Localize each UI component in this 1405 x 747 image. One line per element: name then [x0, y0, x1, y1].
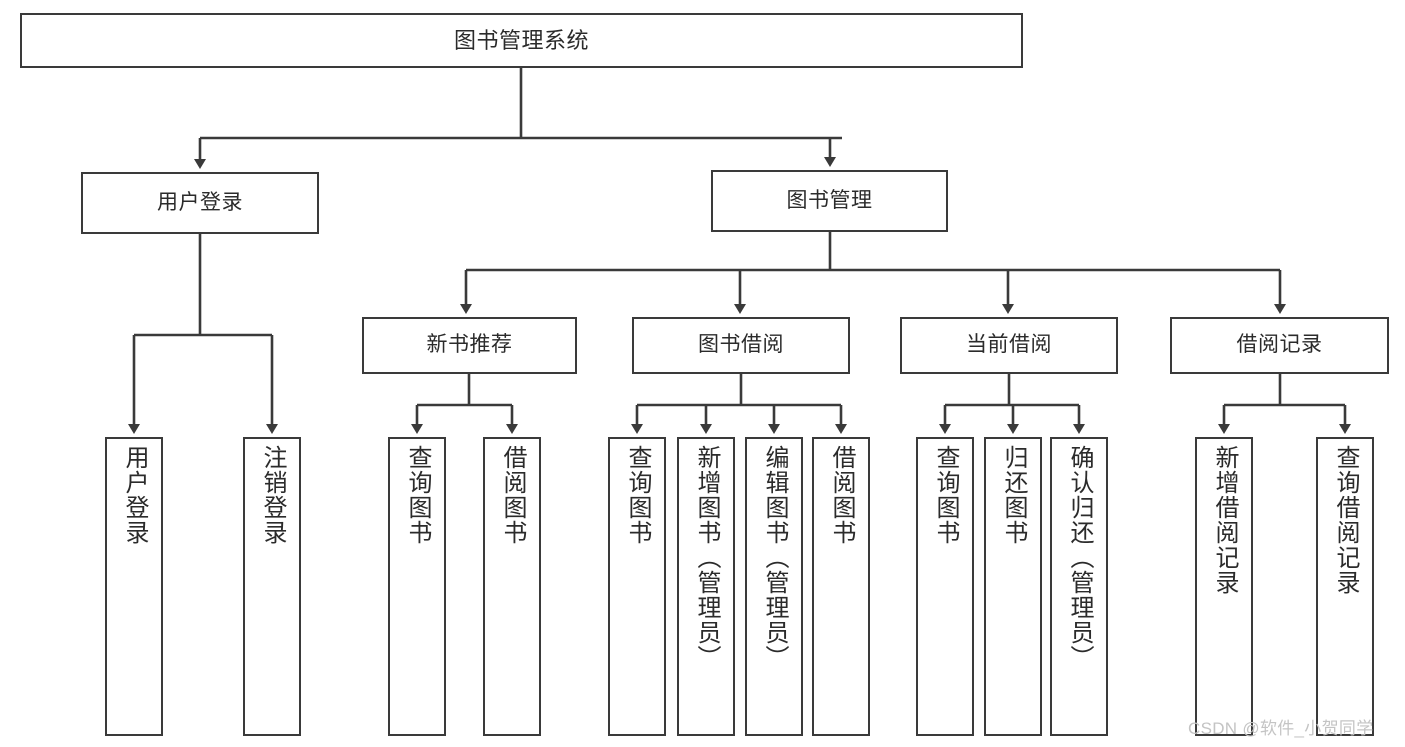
node-user-login[interactable]: 用户登录	[81, 172, 319, 234]
node-label: 新增借阅记录	[1211, 445, 1238, 595]
node-label: 新增图书（管理员）	[693, 445, 720, 670]
csdn-watermark: CSDN @软件_小贺同学	[1188, 719, 1374, 738]
node-label: 用户登录	[157, 190, 243, 214]
node-label: 注销登录	[259, 445, 286, 545]
node-new-book-recommend[interactable]: 新书推荐	[362, 317, 577, 374]
node-label: 图书管理系统	[453, 27, 589, 53]
node-book-management[interactable]: 图书管理	[711, 170, 948, 232]
node-leaf-query-book-3[interactable]: 查询图书	[916, 437, 974, 736]
node-leaf-user-login[interactable]: 用户登录	[105, 437, 163, 736]
node-label: 用户登录	[121, 445, 148, 545]
node-label: 查询图书	[404, 445, 431, 545]
node-root[interactable]: 图书管理系统	[20, 13, 1023, 68]
node-leaf-borrow-book-1[interactable]: 借阅图书	[483, 437, 541, 736]
node-label: 图书管理	[786, 188, 873, 212]
node-label: 查询图书	[624, 445, 651, 545]
node-leaf-edit-book-admin[interactable]: 编辑图书（管理员）	[745, 437, 803, 736]
node-borrow-record[interactable]: 借阅记录	[1170, 317, 1389, 374]
node-current-borrow[interactable]: 当前借阅	[900, 317, 1118, 374]
node-leaf-query-borrow-record[interactable]: 查询借阅记录	[1316, 437, 1374, 736]
node-label: 新书推荐	[426, 333, 513, 357]
node-leaf-borrow-book-2[interactable]: 借阅图书	[812, 437, 870, 736]
node-label: 归还图书	[1000, 445, 1027, 545]
node-label: 当前借阅	[966, 333, 1052, 357]
node-label: 借阅图书	[499, 445, 526, 545]
node-leaf-add-borrow-record[interactable]: 新增借阅记录	[1195, 437, 1253, 736]
node-label: 编辑图书（管理员）	[761, 445, 788, 670]
node-label: 图书借阅	[698, 333, 784, 357]
node-label: 查询图书	[932, 445, 959, 545]
node-label: 确认归还（管理员）	[1066, 445, 1093, 670]
node-leaf-logout[interactable]: 注销登录	[243, 437, 301, 736]
node-label: 查询借阅记录	[1332, 445, 1359, 595]
node-leaf-query-book-2[interactable]: 查询图书	[608, 437, 666, 736]
node-leaf-query-book-1[interactable]: 查询图书	[388, 437, 446, 736]
node-leaf-return-book[interactable]: 归还图书	[984, 437, 1042, 736]
node-leaf-add-book-admin[interactable]: 新增图书（管理员）	[677, 437, 735, 736]
node-book-borrow[interactable]: 图书借阅	[632, 317, 850, 374]
node-label: 借阅图书	[828, 445, 855, 545]
node-label: 借阅记录	[1236, 333, 1323, 357]
node-leaf-confirm-return-admin[interactable]: 确认归还（管理员）	[1050, 437, 1108, 736]
